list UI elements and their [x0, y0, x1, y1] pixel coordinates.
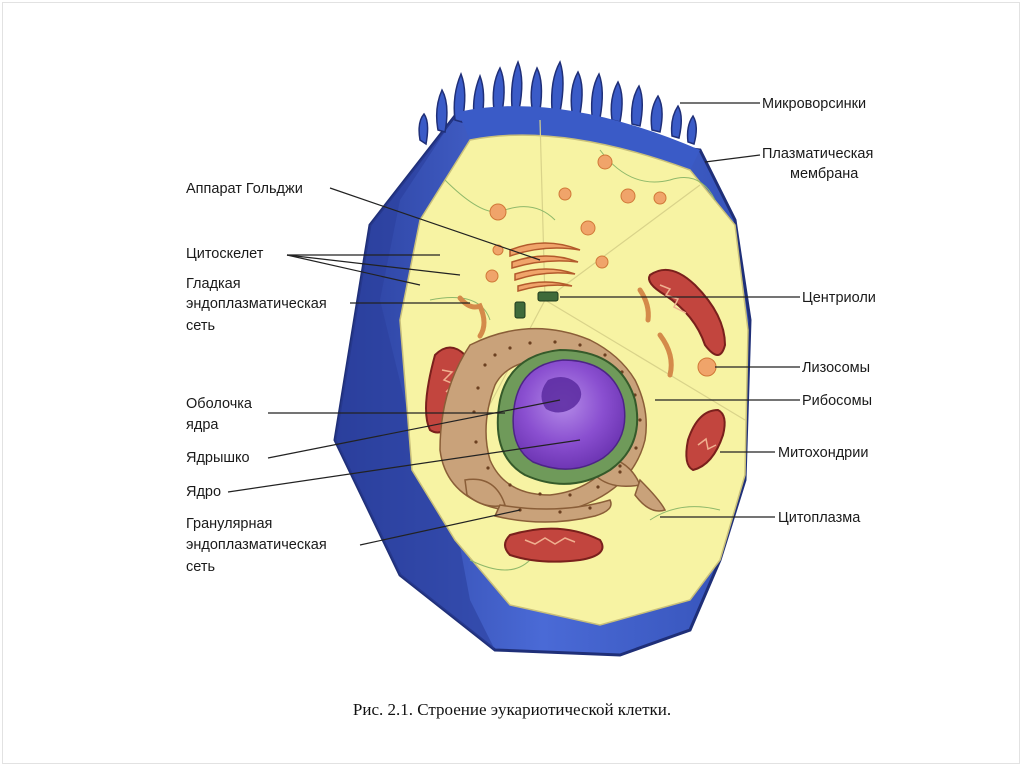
label-ribosomes: Рибосомы [802, 393, 872, 409]
label-golgi: Аппарат Гольджи [186, 181, 303, 197]
label-nucleolus: Ядрышко [186, 450, 250, 466]
golgi-apparatus [509, 242, 581, 292]
label-cytoskeleton: Цитоскелет [186, 246, 264, 262]
label-microvilli: Микроворсинки [762, 96, 866, 112]
nucleus [512, 359, 626, 470]
label-nucleus: Ядро [186, 484, 221, 500]
label-plasma-membrane-line2: мембрана [790, 166, 859, 182]
lysosomes [485, 154, 717, 377]
ribosomes [472, 340, 642, 514]
label-rough-er-line3: сеть [186, 559, 215, 575]
leader-lines [227, 102, 800, 546]
label-smooth-er-line2: эндоплазматическая [186, 296, 327, 312]
label-cytoplasm: Цитоплазма [778, 510, 861, 526]
label-rough-er-line1: Гранулярная [186, 516, 272, 532]
label-nuclear-envelope-line1: Оболочка [186, 396, 253, 412]
labels: Микроворсинки Плазматическая мембрана Ап… [186, 96, 876, 575]
label-plasma-membrane-line1: Плазматическая [762, 146, 873, 162]
label-lysosomes: Лизосомы [802, 360, 870, 376]
label-smooth-er-line3: сеть [186, 318, 215, 334]
rough-er [439, 327, 667, 523]
label-smooth-er-line1: Гладкая [186, 276, 241, 292]
centrioles [514, 291, 559, 319]
cell-diagram: Микроворсинки Плазматическая мембрана Ап… [186, 60, 876, 657]
label-mitochondria: Митохондрии [778, 445, 868, 461]
nucleolus [541, 376, 582, 413]
label-rough-er-line2: эндоплазматическая [186, 537, 327, 553]
figure-caption: Рис. 2.1. Строение эукариотической клетк… [352, 700, 672, 719]
microvilli [418, 60, 697, 146]
label-nuclear-envelope-line2: ядра [186, 417, 219, 433]
label-centrioles: Центриоли [802, 290, 876, 306]
